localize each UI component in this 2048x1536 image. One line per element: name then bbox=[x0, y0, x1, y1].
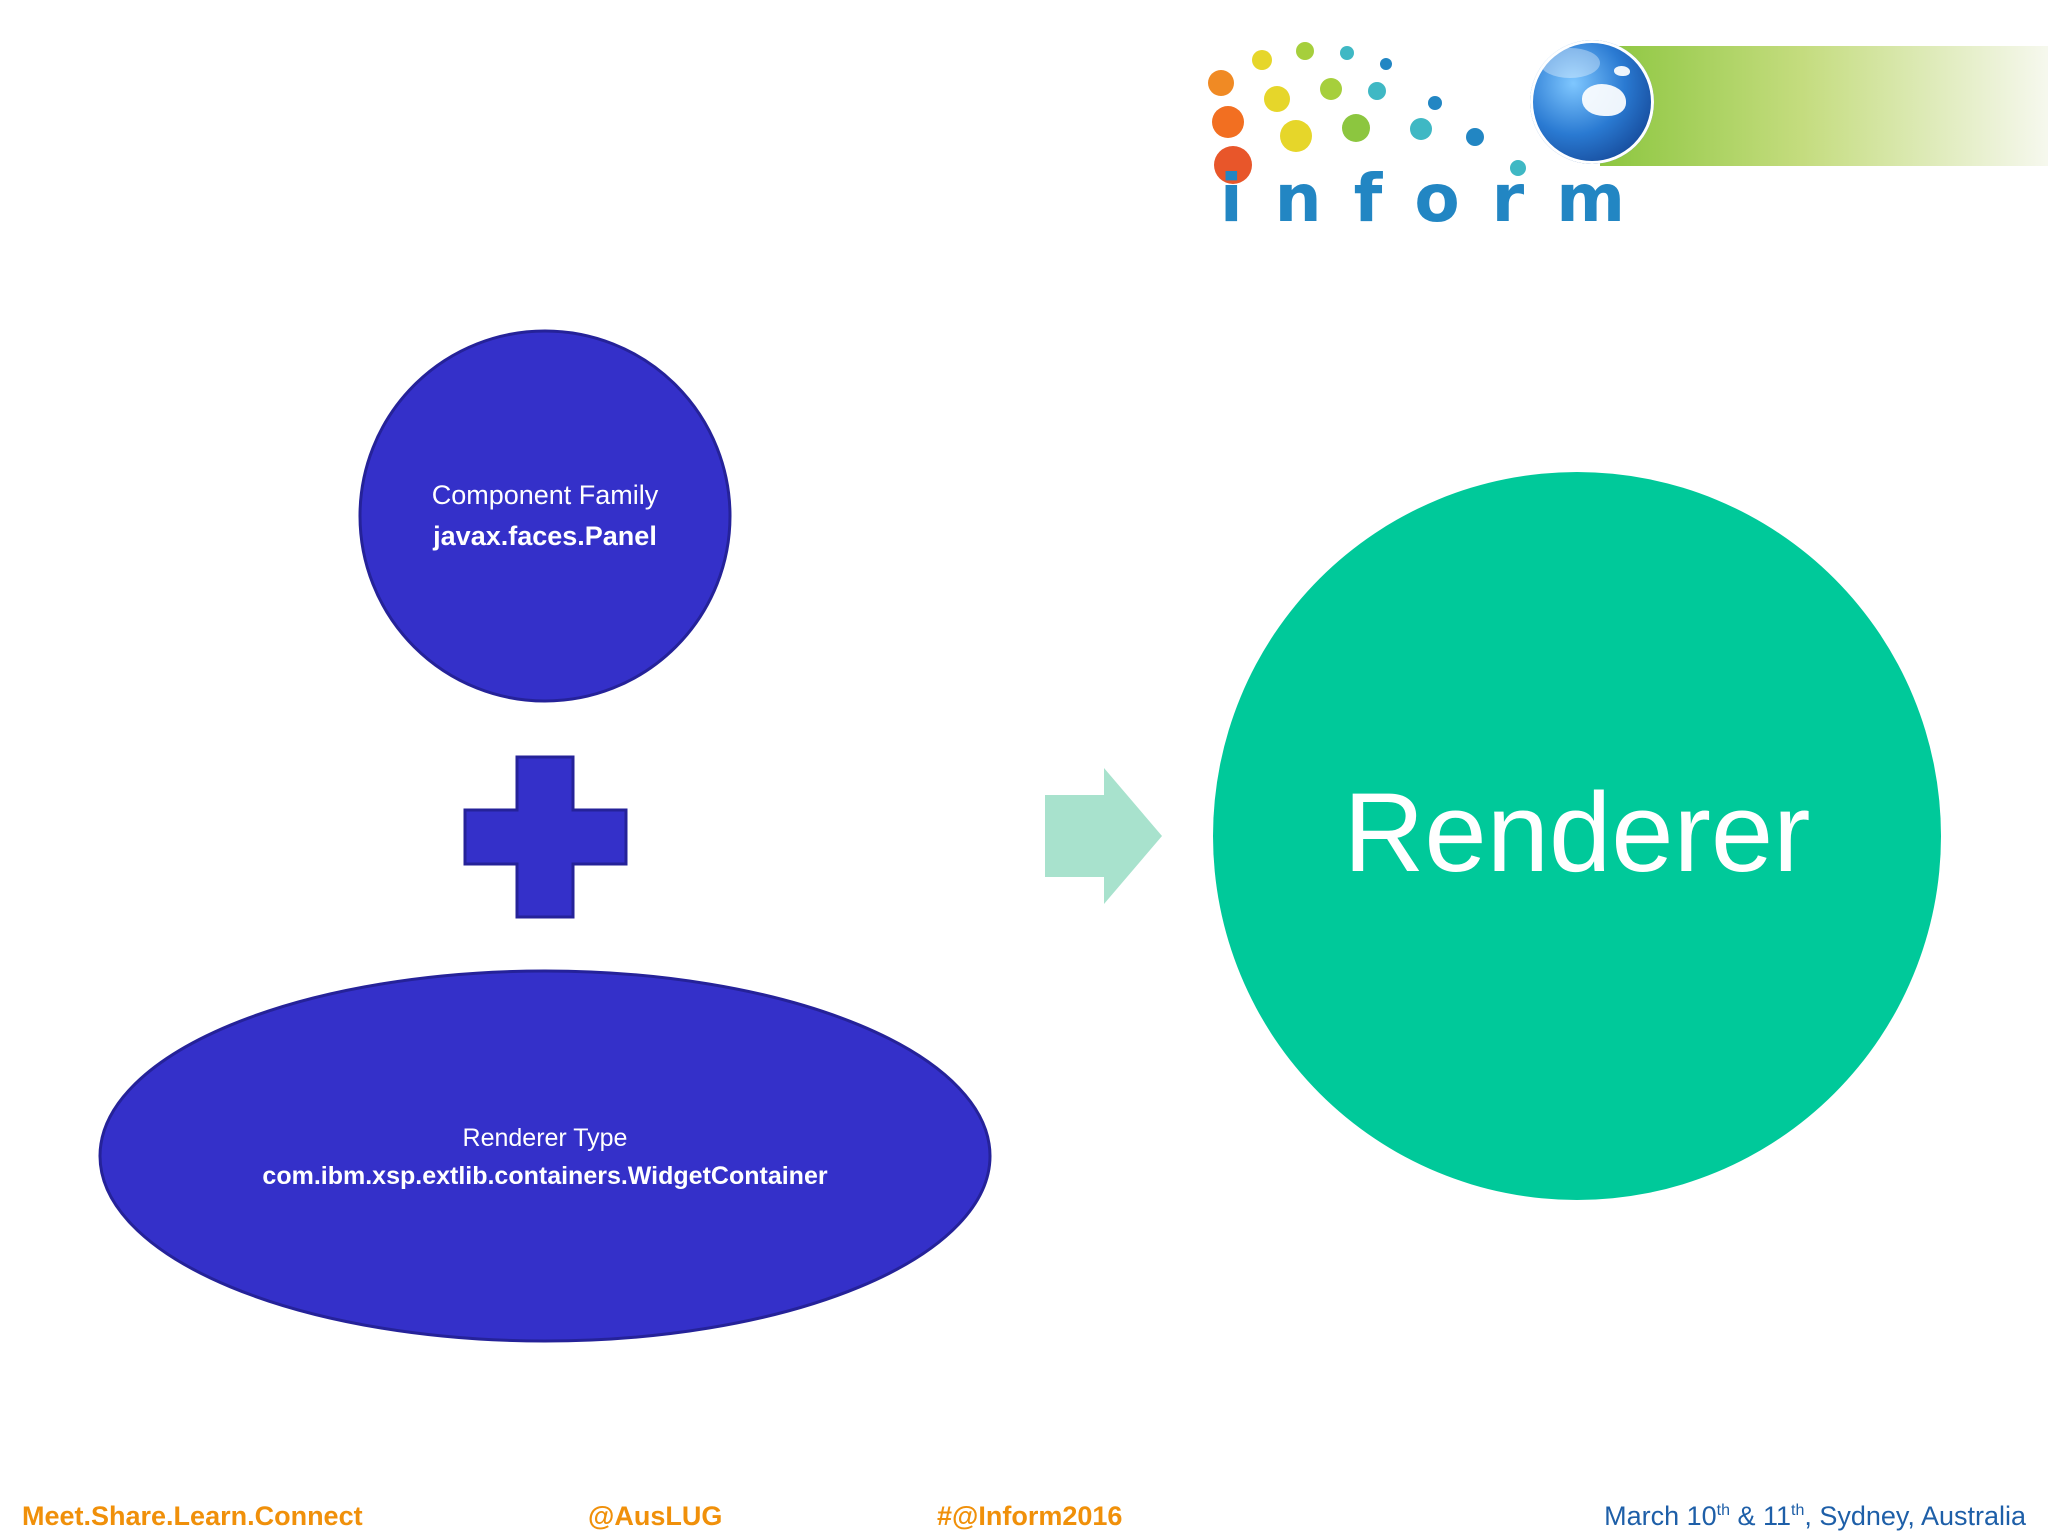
logo-dot bbox=[1252, 50, 1272, 70]
renderer-type-ellipse bbox=[98, 969, 992, 1343]
component-family-value: javax.faces.Panel bbox=[432, 521, 657, 551]
component-family-node: Component Family javax.faces.Panel bbox=[358, 329, 732, 703]
logo-gradient-band bbox=[1600, 46, 2048, 166]
logo-dot bbox=[1428, 96, 1442, 110]
logo-dot bbox=[1320, 78, 1342, 100]
logo-dot bbox=[1368, 82, 1386, 100]
renderer-type-value: com.ibm.xsp.extlib.containers.WidgetCont… bbox=[262, 1162, 827, 1190]
globe-icon bbox=[1530, 40, 1654, 164]
logo-dot bbox=[1466, 128, 1484, 146]
logo-dot bbox=[1208, 70, 1234, 96]
logo-wordmark: inform bbox=[1220, 160, 1657, 237]
footer-date-sup1: th bbox=[1716, 1502, 1730, 1519]
logo-dot bbox=[1280, 120, 1312, 152]
logo-dot bbox=[1342, 114, 1370, 142]
inform-logo: inform bbox=[1180, 30, 2048, 250]
renderer-result-node: Renderer bbox=[1213, 472, 1941, 1200]
logo-dot bbox=[1380, 58, 1392, 70]
footer-date-month: March 10 bbox=[1604, 1501, 1717, 1531]
footer: Meet.Share.Learn.Connect @AusLUG #@Infor… bbox=[0, 1496, 2048, 1536]
logo-dot bbox=[1296, 42, 1314, 60]
renderer-type-node: Renderer Type com.ibm.xsp.extlib.contain… bbox=[98, 969, 992, 1343]
renderer-result-label: Renderer bbox=[1344, 770, 1811, 895]
arrow-right-icon bbox=[1045, 768, 1162, 904]
logo-dot bbox=[1214, 146, 1252, 184]
logo-dot bbox=[1410, 118, 1432, 140]
logo-dot bbox=[1340, 46, 1354, 60]
footer-hashtag: #@Inform2016 bbox=[937, 1501, 1123, 1531]
component-family-label: Component Family bbox=[432, 480, 659, 510]
footer-handle: @AusLUG bbox=[588, 1501, 723, 1531]
footer-tagline: Meet.Share.Learn.Connect bbox=[22, 1501, 363, 1531]
footer-date-sup2: th bbox=[1791, 1502, 1805, 1519]
renderer-result-circle bbox=[1213, 472, 1941, 1200]
logo-dot bbox=[1264, 86, 1290, 112]
component-family-circle bbox=[358, 329, 732, 703]
logo-dot bbox=[1212, 106, 1244, 138]
renderer-type-label: Renderer Type bbox=[463, 1124, 628, 1152]
footer-date-rest: , Sydney, Australia bbox=[1804, 1501, 2026, 1531]
plus-icon bbox=[463, 755, 628, 919]
footer-date: March 10th & 11th, Sydney, Australia bbox=[1604, 1496, 2026, 1536]
logo-dot bbox=[1510, 160, 1526, 176]
footer-date-amp: & 11 bbox=[1729, 1501, 1792, 1531]
